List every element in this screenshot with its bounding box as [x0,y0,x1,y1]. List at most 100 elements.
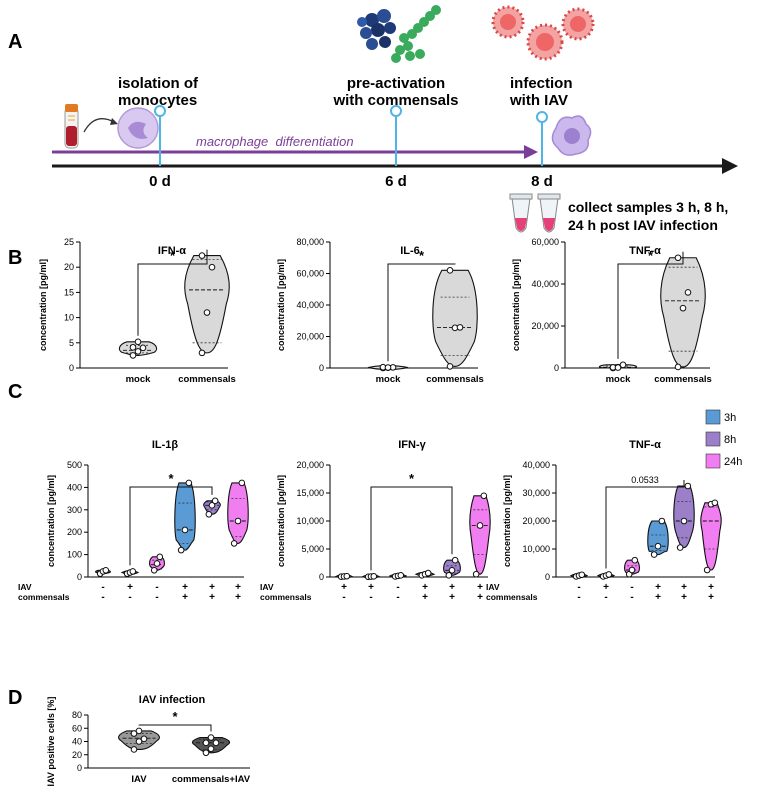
row-value: - [155,582,158,593]
data-point [614,364,622,371]
data-point [451,556,459,564]
x-category-label: mock [606,374,632,385]
data-point [130,746,138,753]
row-value: + [681,582,687,593]
marker-8d [536,111,548,166]
y-tick-label: 0 [77,572,82,582]
row-value: + [449,582,455,593]
violin-3h [174,482,196,551]
violin-commensals [660,257,706,368]
step3-line2: with IAV [509,92,568,109]
sample-tube-icon [509,193,561,233]
data-point [185,479,193,487]
legend-swatch-8h [705,431,721,447]
chart-tnf-alpha-c: TNF-α010,00020,00030,00040,000concentrat… [486,439,722,603]
x-category-label: commensals+IAV [172,774,251,785]
virus-icon [491,5,595,61]
y-tick-label: 40 [72,737,82,747]
row-label: commensals [486,592,538,602]
row-label: IAV [486,582,500,592]
data-point [198,252,206,259]
data-point [676,544,684,551]
x-category-label: commensals [426,374,484,385]
data-point [445,572,453,579]
data-point [203,309,211,316]
data-point [605,571,613,578]
row-value: + [182,582,188,593]
data-point [480,492,488,500]
row-value: + [449,592,455,603]
differentiation-arrowhead [524,145,538,159]
violin-commensals [184,255,230,354]
data-point [384,364,392,371]
data-point [448,566,456,574]
y-tick-label: 10,000 [522,544,550,554]
y-tick-label: 15 [64,287,74,297]
row-value: + [477,592,483,603]
violin-8h [673,485,695,549]
data-point [134,348,142,355]
data-point [205,510,213,518]
data-point [674,254,682,262]
violin-commensals+IAV [191,736,231,754]
x-category-label: IAV [131,774,147,785]
legend-label-24h: 24h [724,456,742,468]
row-value: - [342,592,345,603]
chart-title: IAV infection [139,694,206,706]
significance-label: * [172,709,178,724]
step2-line2: with commensals [332,92,458,109]
significance-bracket [605,480,685,569]
chart-ifn-gamma-c: IFN-γ05,00010,00015,00020,000concentrati… [260,439,491,603]
data-point [181,526,189,534]
data-point [202,749,210,757]
violin-commensals [432,269,478,367]
y-tick-label: 500 [67,460,82,470]
y-tick-label: 10 [64,313,74,323]
day-label-8: 8 d [531,173,553,190]
chart-title: TNF-α [629,245,661,257]
violin-24h [469,495,491,575]
row-value: - [396,592,399,603]
data-point [619,361,627,369]
y-tick-label: 20 [64,262,74,272]
chart-il6-b: IL-6020,00040,00060,00080,000concentrati… [276,237,484,385]
significance-label: * [168,471,174,486]
data-point [207,745,215,753]
significance-label: * [419,248,425,263]
row-value: + [341,582,347,593]
row-value: - [577,592,580,603]
data-point [628,566,636,574]
significance-bracket [617,251,684,359]
y-axis-label: IAV positive cells [%] [46,697,56,787]
data-point [129,352,137,359]
x-category-label: mock [376,374,402,385]
x-category-label: commensals [654,374,712,385]
data-point [680,517,688,525]
data-point [658,517,666,525]
y-tick-label: 20,000 [296,332,324,342]
data-point [207,734,215,741]
data-point [134,338,142,346]
step1-line1: isolation of [118,75,199,92]
violin-3h [647,520,669,556]
data-point [654,542,662,550]
data-point [446,267,454,274]
significance-bracket [137,249,208,336]
y-axis-label: concentration [pg/ml] [502,475,512,567]
row-value: + [708,582,714,593]
violin-24h [700,502,722,571]
row-value: - [630,592,633,603]
day-label-6: 6 d [385,173,407,190]
differentiation-label: macrophage differentiation [196,134,354,149]
row-value: + [708,592,714,603]
data-point [650,551,658,558]
data-point [208,263,216,271]
row-value: + [422,582,428,593]
significance-label: * [409,471,415,486]
step2-line1: pre-activation [347,75,445,92]
monocyte-icon [117,107,159,149]
collect-line2: 24 h post IAV infection [568,217,718,233]
data-point [198,349,206,357]
